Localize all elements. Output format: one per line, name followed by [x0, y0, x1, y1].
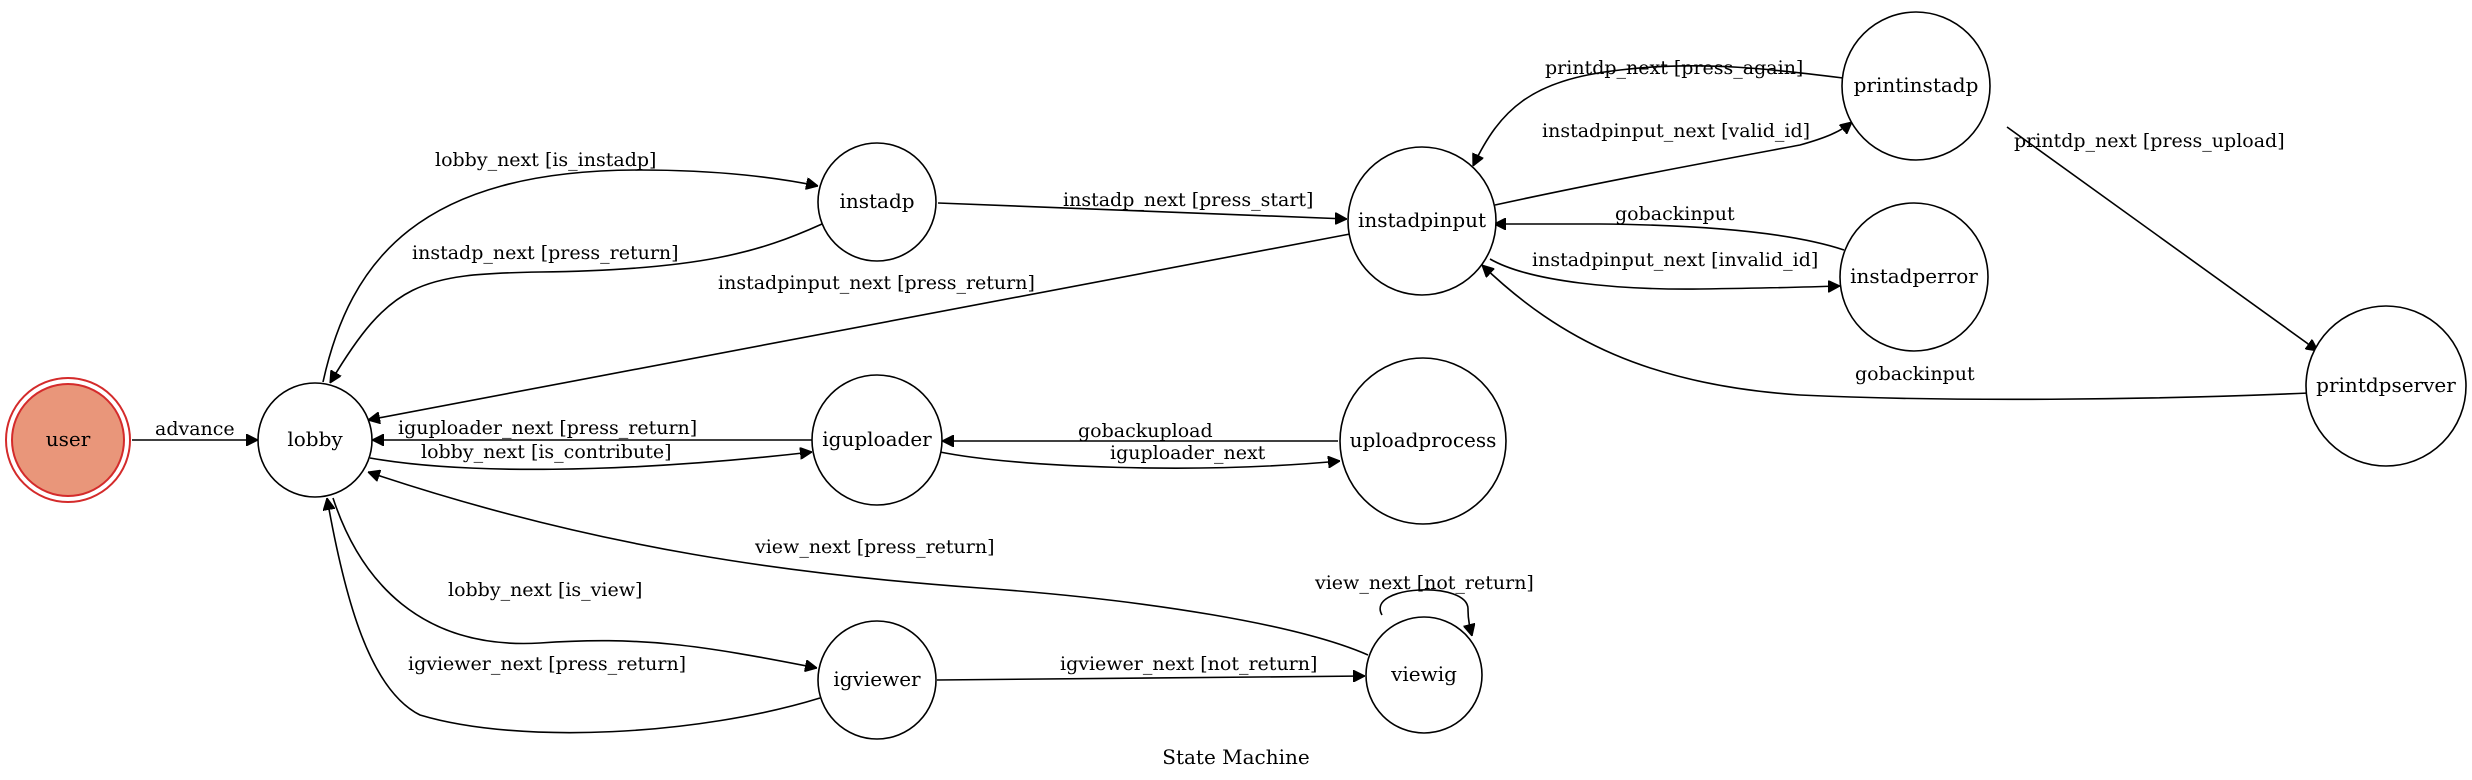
node-uploadprocess: uploadprocess [1339, 357, 1507, 525]
node-label-iguploader: iguploader [822, 427, 932, 451]
edge-instadpinput-instadperror [1489, 258, 1840, 289]
edge-label-printinstadp-printdpserver: printdp_next [press_upload] [2014, 130, 2285, 152]
node-printdpserver: printdpserver [2305, 305, 2467, 467]
edge-printinstadp-printdpserver [2006, 126, 2318, 351]
edge-label-lobby-igviewer: lobby_next [is_view] [448, 579, 642, 601]
edge-label-lobby-instadp: lobby_next [is_instadp] [435, 149, 656, 171]
node-user: user [5, 377, 131, 503]
node-label-instadperror: instadperror [1850, 264, 1978, 288]
node-label-instadpinput: instadpinput [1358, 208, 1486, 232]
edge-instadpinput-printinstadp [1494, 122, 1852, 206]
node-label-viewig: viewig [1390, 662, 1457, 686]
node-label-lobby: lobby [287, 427, 343, 451]
edge-label-viewig-viewig: view_next [not_return] [1314, 572, 1534, 594]
edge-label-instadp-instadpinput: instadp_next [press_start] [1063, 189, 1313, 211]
edge-iguploader-uploadprocess [939, 451, 1340, 469]
edge-label-instadpinput-instadperror: instadpinput_next [invalid_id] [1532, 249, 1818, 271]
edge-igviewer-lobby [327, 498, 821, 734]
node-viewig: viewig [1365, 616, 1483, 734]
edge-lobby-igviewer [332, 497, 817, 668]
edge-label-viewig-lobby: view_next [press_return] [754, 536, 995, 558]
node-label-printinstadp: printinstadp [1854, 73, 1979, 97]
edge-label-instadperror-instadpinput: gobackinput [1615, 203, 1735, 225]
node-label-user: user [46, 427, 91, 451]
edges: advance lobby_next [is_instadp] instadp_… [132, 57, 2318, 734]
edge-label-instadp-lobby: instadp_next [press_return] [412, 242, 679, 264]
edge-label-printinstadp-instadpinput: printdp_next [press_again] [1545, 57, 1803, 79]
edge-label-igviewer-viewig: igviewer_next [not_return] [1060, 653, 1317, 675]
node-instadp: instadp [817, 142, 937, 262]
node-lobby: lobby [257, 382, 373, 498]
node-instadpinput: instadpinput [1347, 146, 1497, 296]
diagram-title: State Machine [1162, 745, 1310, 769]
edge-viewig-lobby [368, 472, 1369, 656]
edge-instadp-instadpinput [937, 202, 1347, 219]
edge-label-igviewer-lobby: igviewer_next [press_return] [408, 653, 686, 675]
edge-instadpinput-lobby [368, 233, 1351, 420]
edge-label-instadpinput-lobby: instadpinput_next [press_return] [718, 272, 1035, 294]
edge-label-user-lobby: advance [155, 418, 235, 440]
edge-viewig-viewig [1379, 589, 1472, 636]
edge-label-iguploader-uploadprocess: iguploader_next [1110, 442, 1266, 464]
edge-instadp-lobby [329, 223, 823, 383]
edge-label-iguploader-lobby: iguploader_next [press_return] [398, 417, 697, 439]
edge-instadperror-instadpinput [1494, 224, 1845, 251]
node-label-igviewer: igviewer [833, 667, 921, 691]
edge-label-instadpinput-printinstadp: instadpinput_next [valid_id] [1542, 120, 1810, 142]
edge-label-uploadprocess-iguploader: gobackupload [1078, 420, 1213, 442]
node-label-instadp: instadp [839, 189, 914, 213]
nodes: user lobby instadp instadpinput printins… [5, 11, 2467, 740]
edge-printdpserver-instadpinput [1482, 265, 2310, 401]
node-iguploader: iguploader [811, 374, 943, 506]
edge-lobby-iguploader [369, 452, 812, 471]
node-igviewer: igviewer [817, 620, 937, 740]
edge-lobby-instadp [322, 169, 818, 383]
edge-label-lobby-iguploader: lobby_next [is_contribute] [421, 441, 672, 463]
node-printinstadp: printinstadp [1841, 11, 1991, 161]
node-label-printdpserver: printdpserver [2316, 373, 2456, 397]
node-label-uploadprocess: uploadprocess [1350, 428, 1497, 452]
edge-printinstadp-instadpinput [1473, 65, 1844, 166]
edge-label-printdpserver-instadpinput: gobackinput [1855, 363, 1975, 385]
edge-igviewer-viewig [936, 676, 1365, 680]
node-instadperror: instadperror [1839, 202, 1989, 352]
